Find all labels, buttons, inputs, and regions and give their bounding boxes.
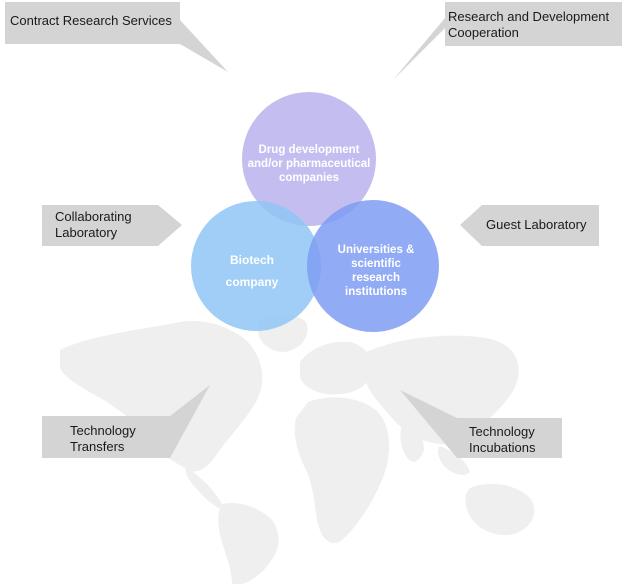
label-tech-incubations-line2: Incubations (469, 440, 536, 455)
label-pharma-line3: companies (278, 172, 340, 184)
map-asia (364, 335, 519, 445)
map-africa (294, 397, 390, 544)
label-tech-transfers-line2: Transfers (70, 439, 125, 454)
map-india (400, 420, 424, 462)
label-technology-transfers: Technology Transfers (70, 423, 136, 455)
label-collaborating-line1: Collaborating (55, 209, 132, 224)
label-universities-line4: institutions (345, 286, 407, 298)
label-biotech-line1: Biotech (229, 253, 274, 267)
label-rd-cooperation: Research and Development Cooperation (448, 9, 609, 41)
world-map-background (60, 314, 535, 584)
venn-diagram (191, 92, 439, 332)
label-technology-incubations: Technology Incubations (469, 424, 536, 456)
callout-box-guest-lab (460, 205, 599, 246)
label-pharma-companies: Drug development and/or pharmaceutical c… (240, 143, 378, 185)
label-contract-research: Contract Research Services (10, 13, 172, 29)
label-rd-cooperation-line1: Research and Development (448, 9, 610, 24)
circle-pharma-companies (242, 92, 376, 226)
label-contract-research-text: Contract Research Services (10, 13, 172, 28)
map-south-america (218, 502, 279, 584)
callout-box-rd-cooperation (393, 2, 622, 80)
callout-box-collaborating (42, 205, 182, 246)
callout-box-tech-incubations (400, 390, 562, 458)
label-rd-cooperation-line2: Cooperation (448, 25, 519, 40)
label-biotech-line2: company (225, 275, 279, 289)
label-universities: Universities & scientific research insti… (326, 243, 426, 299)
label-universities-line1: Universities & (337, 244, 415, 256)
circle-biotech-company (191, 201, 321, 331)
label-biotech-company: Biotech company (212, 249, 292, 293)
map-southeast-asia (437, 446, 470, 475)
label-universities-line2: scientific (351, 258, 401, 270)
label-collaborating-line2: Laboratory (55, 225, 118, 240)
circle-universities (307, 200, 439, 332)
callout-box-tech-transfers (42, 385, 210, 458)
label-pharma-line1: Drug development (258, 144, 360, 156)
label-tech-incubations-line1: Technology (469, 424, 535, 439)
label-guest-laboratory: Guest Laboratory (486, 217, 586, 233)
label-pharma-line2: and/or pharmaceutical (247, 158, 371, 170)
map-australia (465, 483, 535, 536)
callout-box-contract-research (5, 2, 228, 72)
label-collaborating-laboratory: Collaborating Laboratory (55, 209, 132, 241)
map-north-america (60, 320, 263, 472)
label-guest-laboratory-text: Guest Laboratory (486, 217, 587, 232)
map-europe (300, 341, 373, 395)
label-universities-line3: research (352, 272, 400, 284)
map-central-america (185, 466, 223, 510)
callout-shapes (5, 2, 622, 458)
label-tech-transfers-line1: Technology (70, 423, 136, 438)
